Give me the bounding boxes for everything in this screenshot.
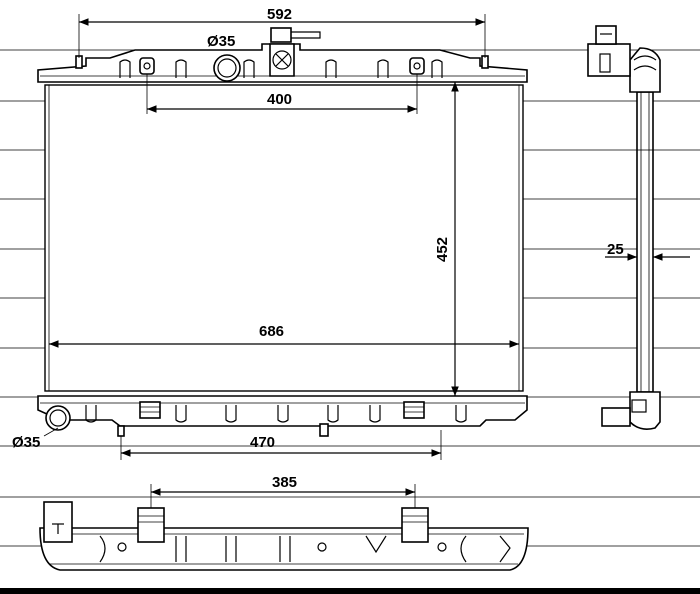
dim-25-label: 25	[607, 241, 624, 258]
bottom-outlet-port	[45, 405, 71, 431]
bottom-brackets	[139, 401, 425, 419]
dim-592-label: 592	[267, 6, 292, 23]
bottom-border-bar	[0, 588, 700, 594]
filler-cap	[269, 27, 321, 77]
dim-bottom-diameter-label: Ø35	[12, 434, 40, 451]
dim-470-label: 470	[250, 434, 275, 451]
dim-686-label: 686	[259, 323, 284, 340]
dimension-lines	[43, 14, 519, 508]
dim-400-label: 400	[267, 91, 292, 108]
dim-top-diameter-label: Ø35	[207, 33, 235, 50]
dim-385-label: 385	[272, 474, 297, 491]
radiator-core	[44, 84, 524, 392]
top-tank-slots	[119, 59, 443, 78]
top-inlet-port	[213, 54, 241, 82]
front-view	[37, 27, 528, 437]
side-view	[587, 25, 690, 430]
bottom-tank-slots	[85, 405, 467, 423]
bottom-view	[39, 501, 529, 571]
dim-452-label: 452	[434, 237, 451, 262]
